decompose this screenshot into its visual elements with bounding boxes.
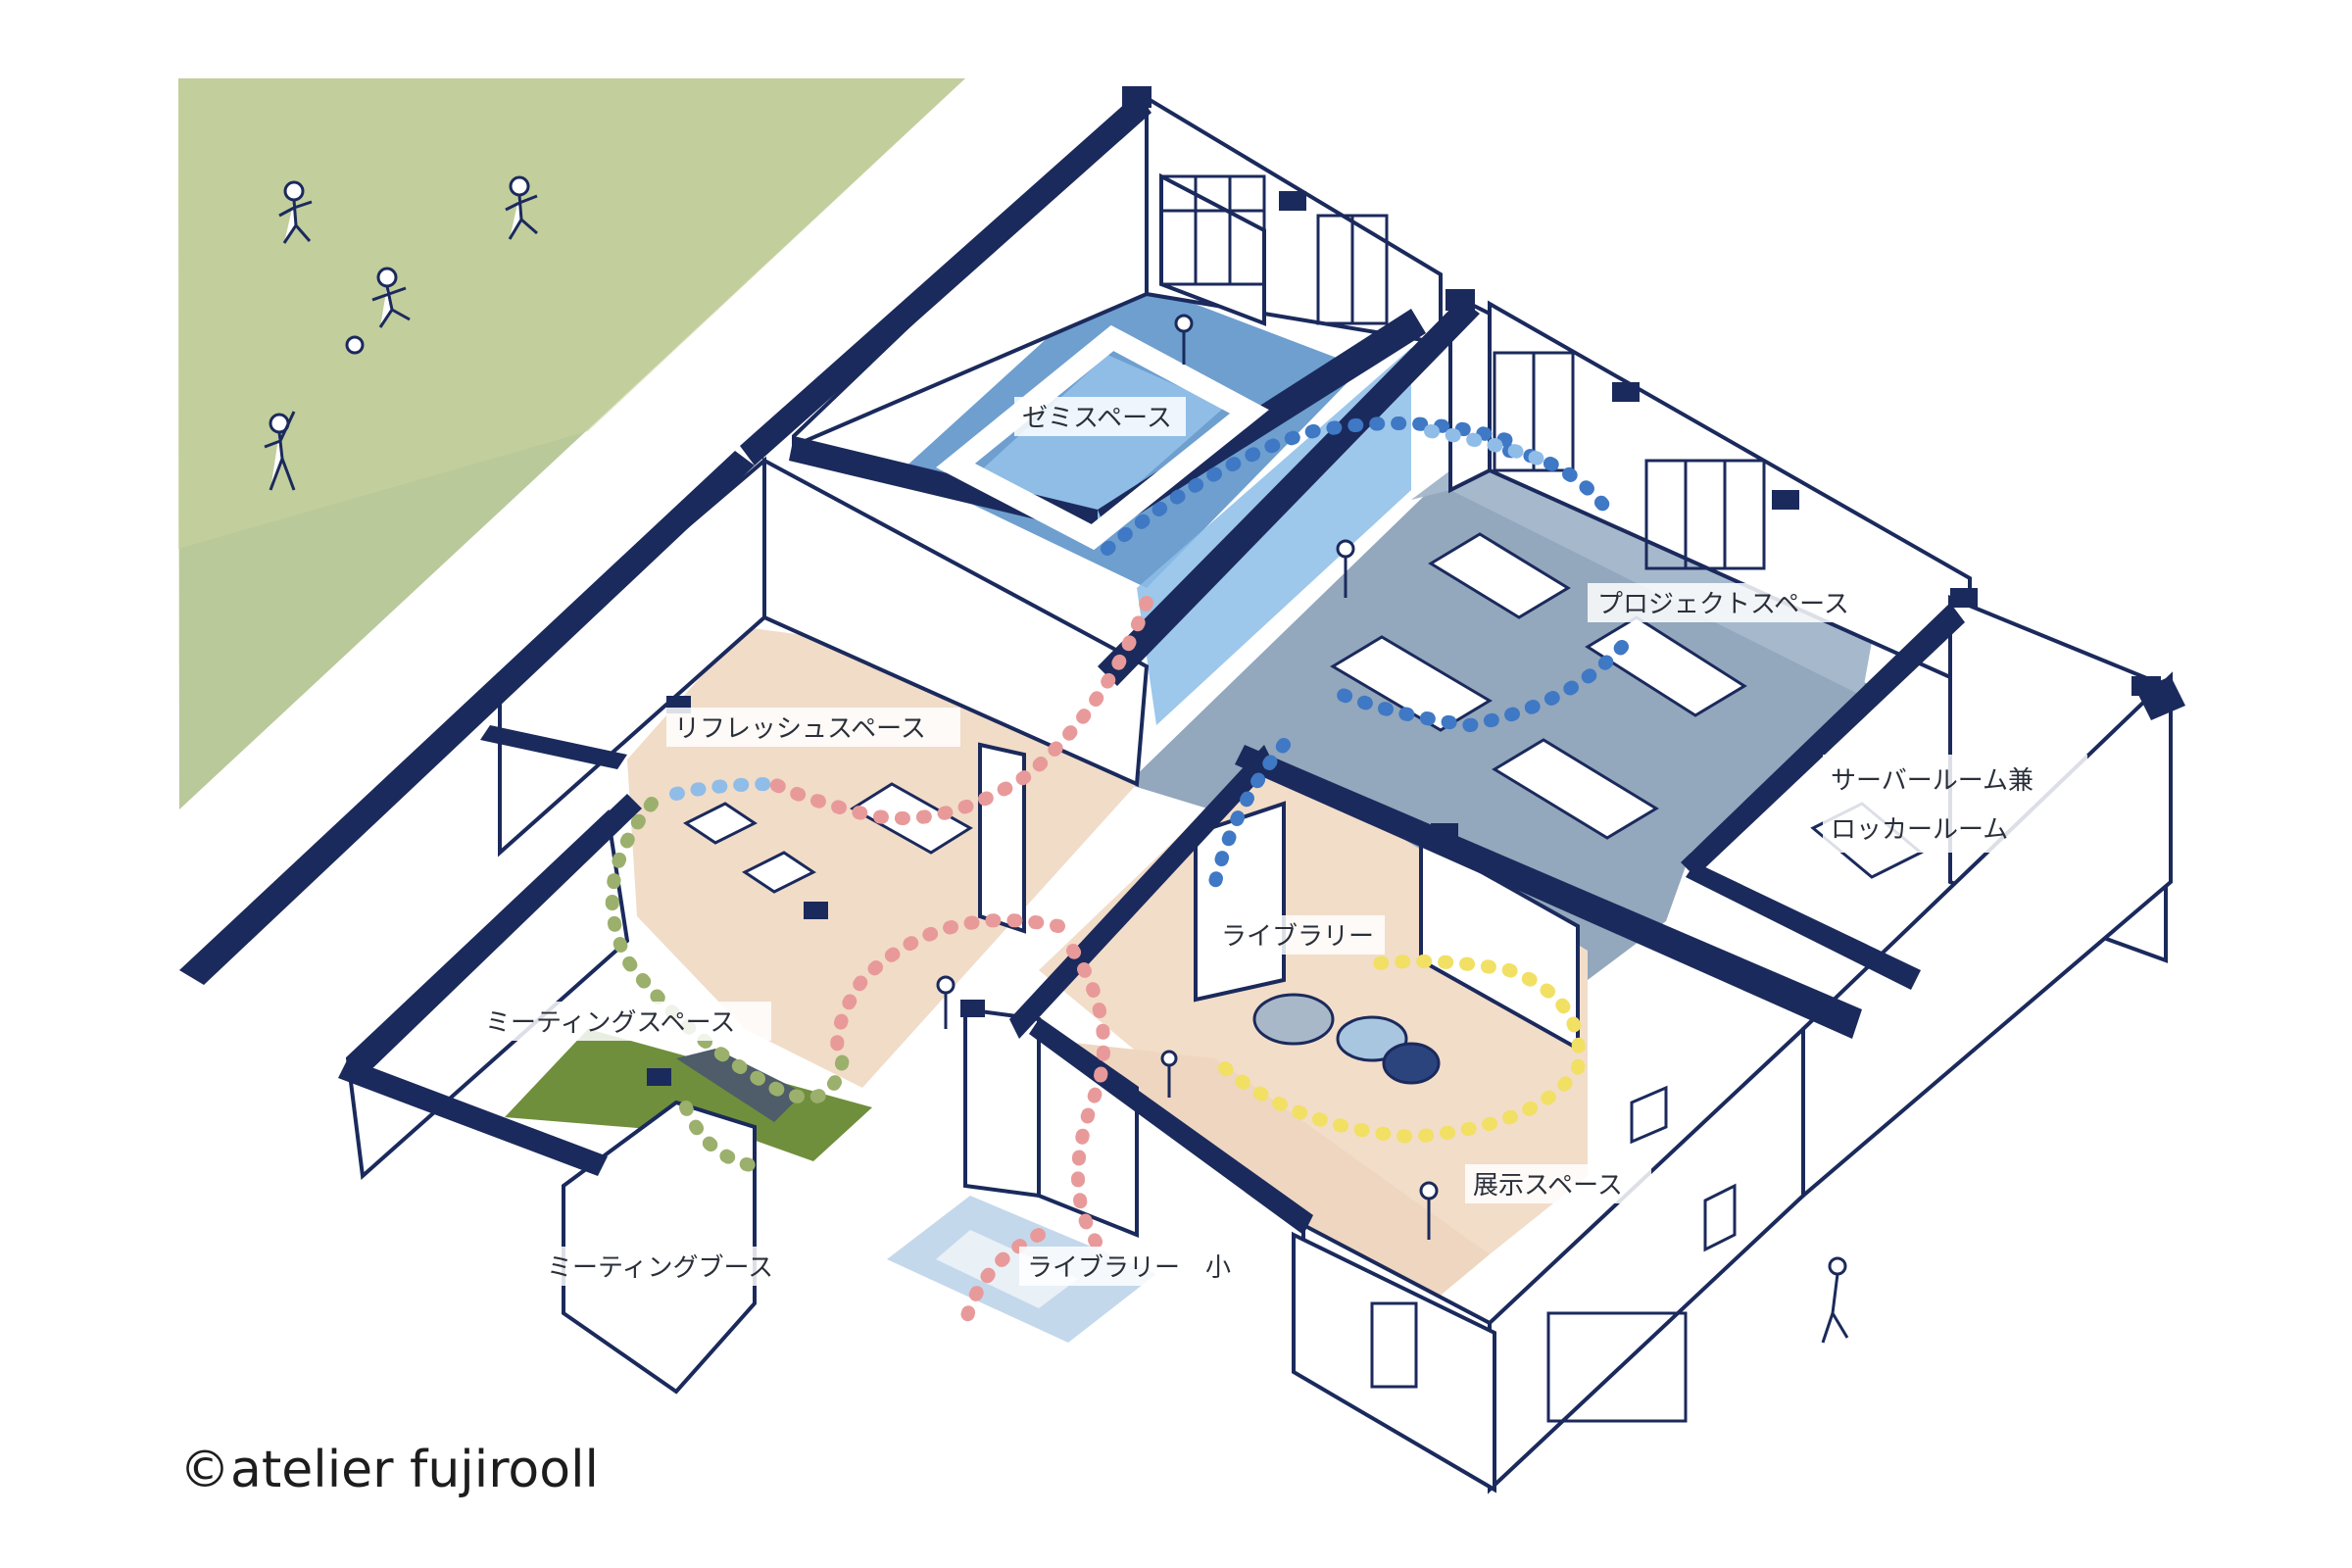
label-project-space: プロジェクトスペース — [1597, 590, 1849, 619]
meeting-space-floor — [505, 1029, 872, 1161]
label-library: ライブラリー — [1221, 922, 1374, 952]
copyright-credit: ©atelier fujirooll — [179, 1441, 599, 1499]
circulation-path-pink — [767, 596, 1153, 1330]
structural-walls — [179, 86, 2185, 1235]
people-figures — [936, 314, 1849, 1344]
circulation-path-yellow — [1218, 955, 1587, 1145]
label-refresh-space: リフレッシュスペース — [674, 714, 926, 744]
room-labels: ゼミスペース プロジェクトスペース リフレッシュスペース サーバールーム兼 ロッ… — [477, 397, 2087, 1286]
label-meeting-booth: ミーティングブース — [547, 1253, 773, 1283]
label-server-room-line2: ロッカールーム — [1831, 815, 2008, 845]
label-seminar-space: ゼミスペース — [1022, 404, 1172, 433]
circulation-path-lightblue — [669, 424, 1550, 801]
circulation-path-blue — [1101, 416, 1629, 889]
people-playing-icon — [264, 175, 538, 491]
label-small-library: ライブラリー 小 — [1027, 1253, 1231, 1283]
window-frames — [1159, 174, 1766, 1423]
label-server-room-line1: サーバールーム兼 — [1831, 766, 2034, 796]
circulation-path-green — [605, 797, 850, 1173]
label-exhibition-space: 展示スペース — [1473, 1171, 1623, 1200]
label-meeting-space: ミーティングスペース — [485, 1008, 735, 1038]
